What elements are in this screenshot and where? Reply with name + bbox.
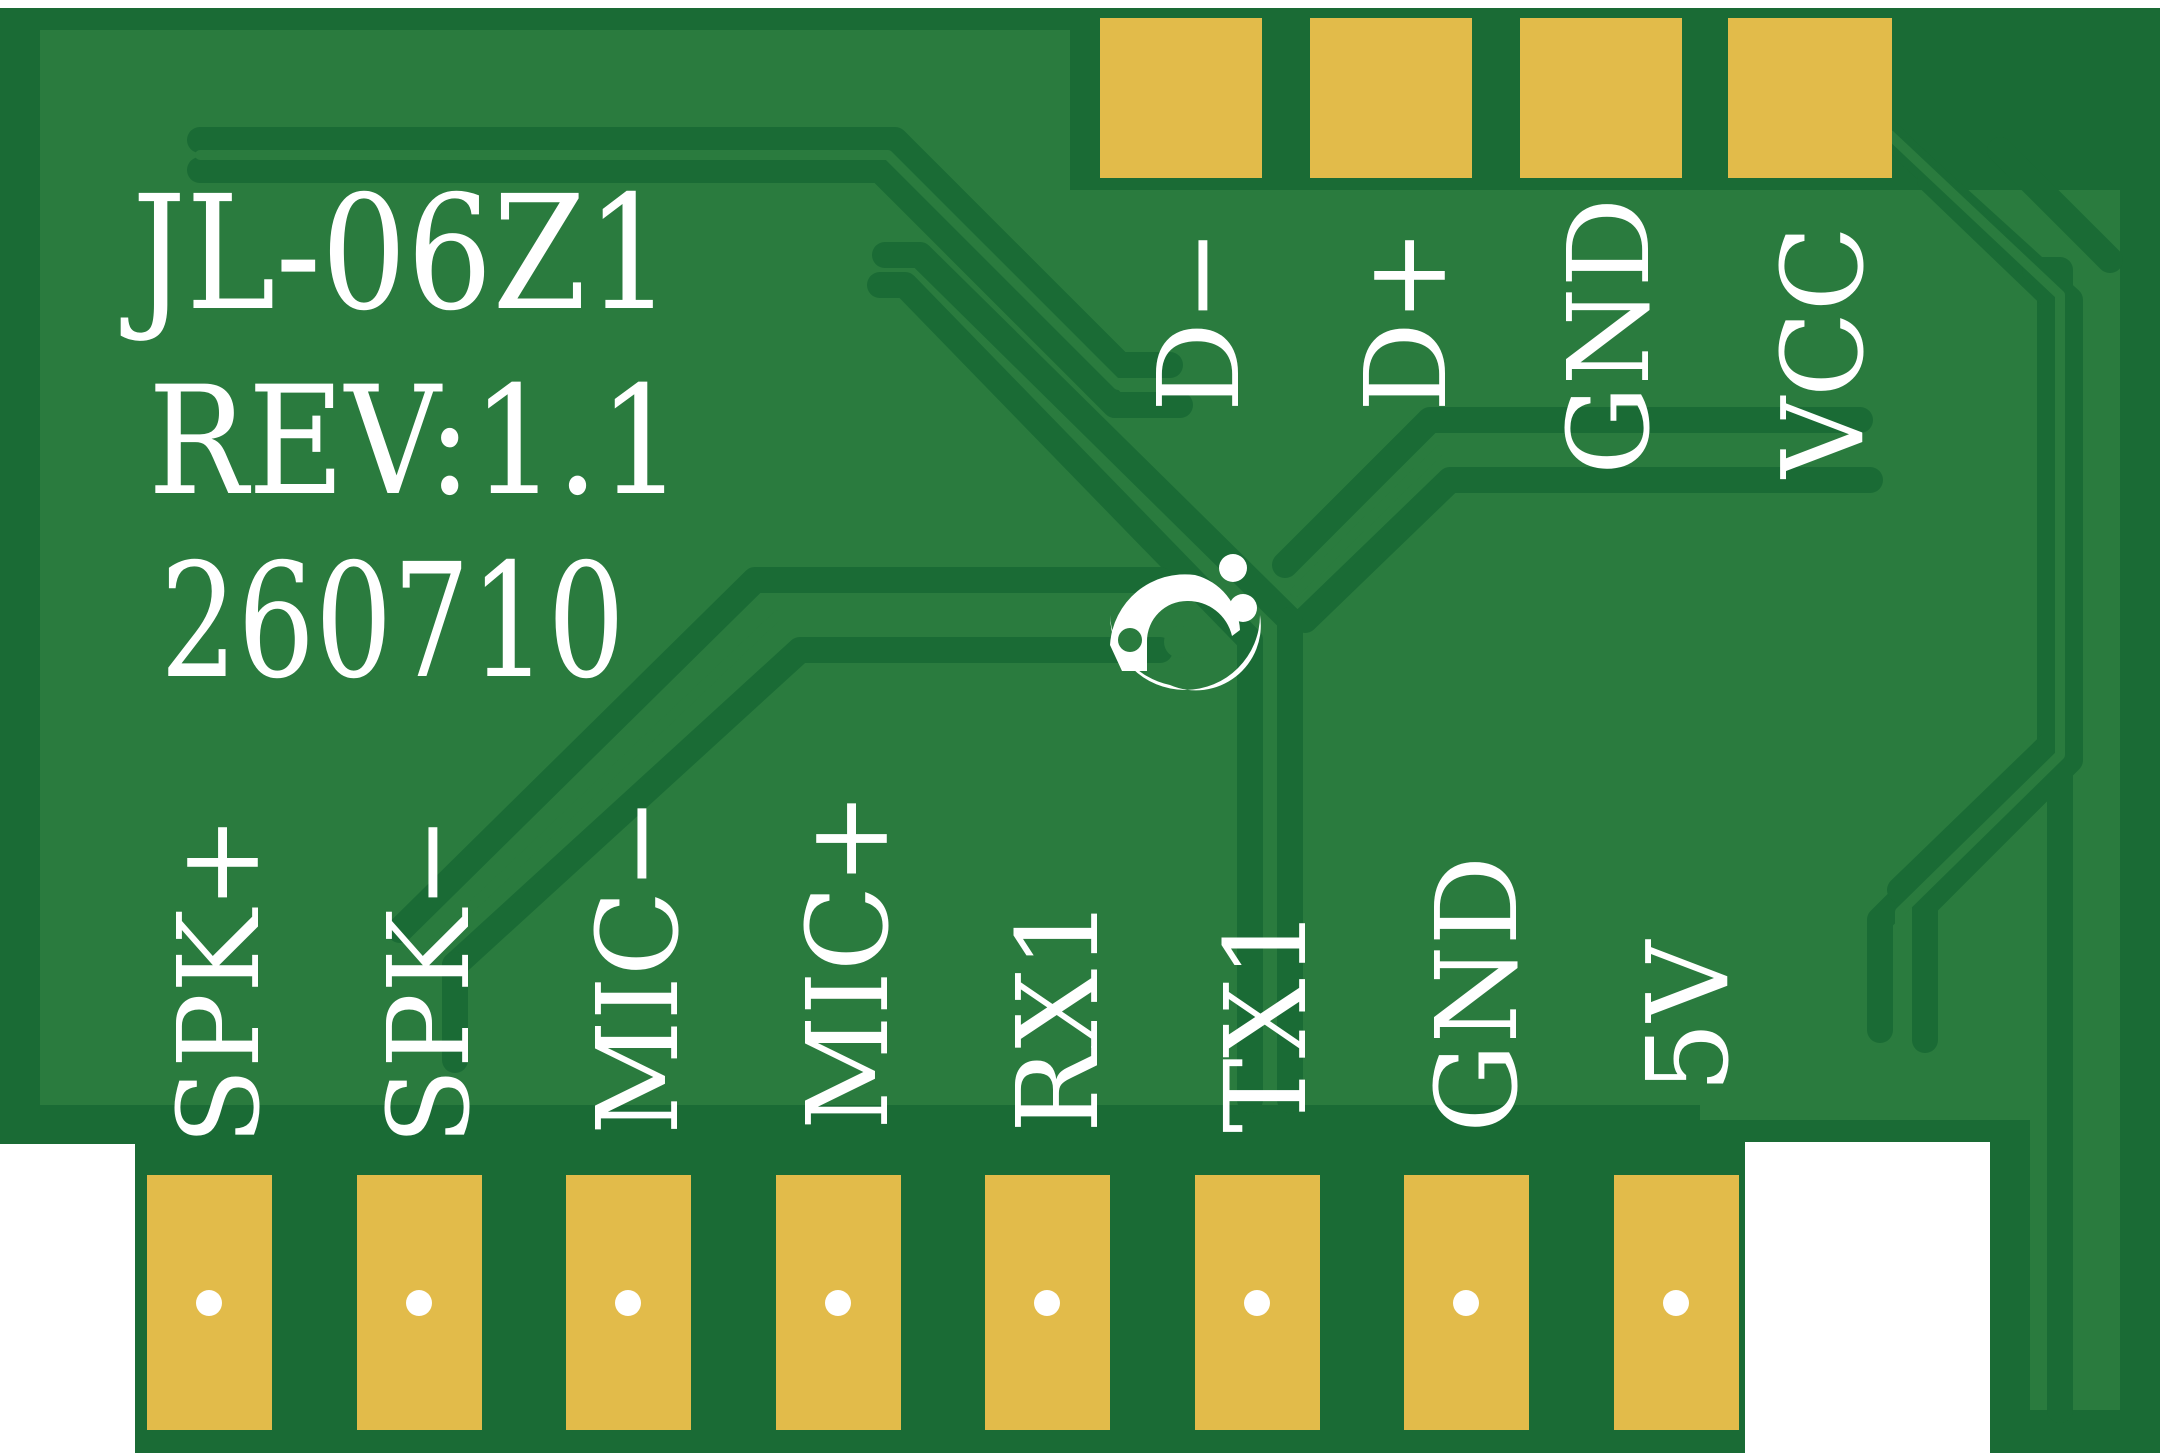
bottom-pads [147, 1175, 1739, 1430]
top-pads [1100, 18, 1892, 178]
swirl-logo-icon [1110, 554, 1261, 691]
pin-label-mic-plus: MIC+ [784, 792, 914, 1130]
pin-label-gnd-bottom: GND [1413, 856, 1543, 1133]
board-model: JL-06Z1 [120, 162, 672, 346]
pin-label-vcc: VCC [1759, 226, 1889, 480]
pad-hole [1244, 1290, 1270, 1316]
pin-label-d-plus: D+ [1342, 228, 1472, 412]
pin-label-5v: 5V [1624, 939, 1754, 1093]
pad-hole [825, 1290, 851, 1316]
pad-hole [196, 1290, 222, 1316]
pin-label-rx1: RX1 [994, 898, 1124, 1133]
pad-hole [615, 1290, 641, 1316]
board-revision: REV:1.1 [148, 355, 683, 529]
trace-fills [195, 130, 2065, 1040]
copper-pour [40, 30, 2120, 1410]
pad-gnd-top[interactable] [1520, 18, 1682, 178]
pin-label-spk-plus: SPK+ [155, 815, 285, 1145]
pin-label-gnd-top: GND [1545, 198, 1675, 475]
pad-d-plus[interactable] [1310, 18, 1472, 178]
top-pin-labels: D− D+ GND VCC [1135, 198, 1889, 480]
pin-label-mic-minus: MIC− [574, 797, 704, 1135]
board-notch [1745, 1142, 1990, 1453]
pin-label-d-minus: D− [1135, 228, 1265, 412]
pad-hole [1663, 1290, 1689, 1316]
pad-hole [1034, 1290, 1060, 1316]
pad-hole [1453, 1290, 1479, 1316]
pin-label-spk-minus: SPK− [365, 815, 495, 1145]
bottom-pin-labels: SPK+ SPK− MIC− MIC+ RX1 TX1 GND 5V [155, 792, 1754, 1145]
pad-vcc[interactable] [1728, 18, 1892, 178]
pad-d-minus[interactable] [1100, 18, 1262, 178]
pin-label-tx1: TX1 [1202, 907, 1332, 1133]
board-date-code: 260710 [160, 530, 625, 714]
pad-hole [406, 1290, 432, 1316]
